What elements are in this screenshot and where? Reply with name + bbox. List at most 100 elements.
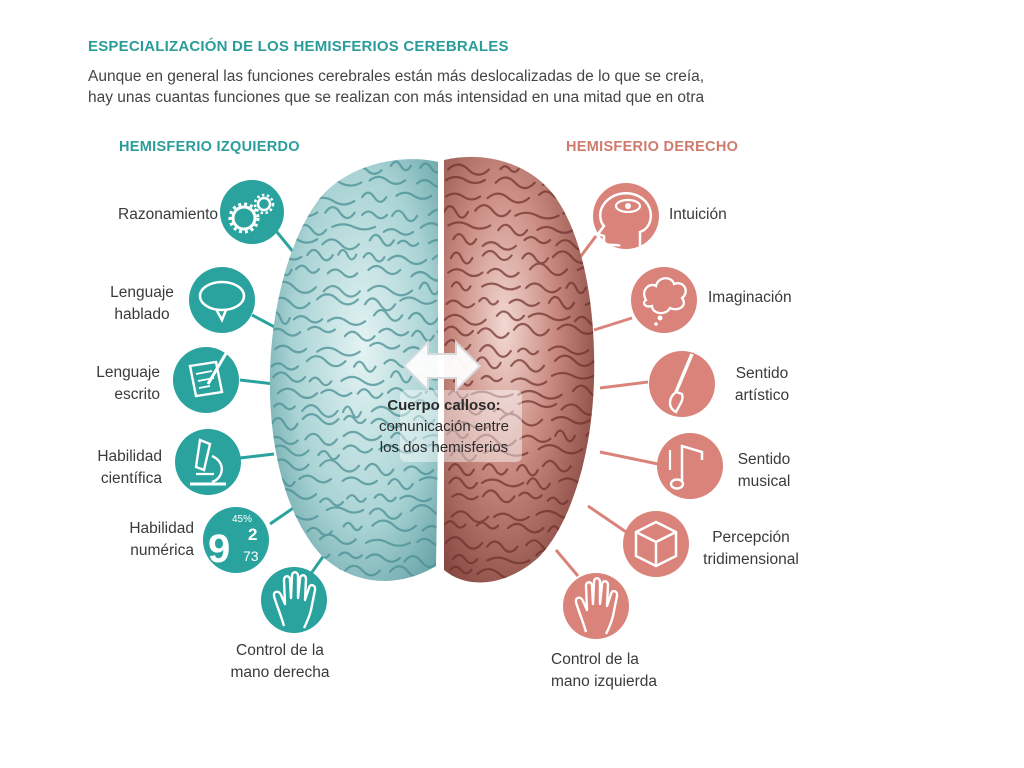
brain-fold xyxy=(269,173,312,187)
brain-fold xyxy=(270,362,299,371)
brain-fold xyxy=(365,538,411,547)
brain-fold xyxy=(527,312,571,322)
brain-fold xyxy=(486,192,531,204)
brain-fold xyxy=(269,444,310,457)
label-line: Imaginación xyxy=(708,289,792,306)
label-imaginacion: Imaginación xyxy=(708,287,792,309)
brain-fold xyxy=(356,388,384,400)
brain-fold xyxy=(519,434,552,443)
brain-fold xyxy=(450,510,490,524)
brain-fold xyxy=(367,284,414,297)
brain-fold xyxy=(470,390,514,399)
brain-fold xyxy=(368,507,403,520)
brain-fold xyxy=(598,422,630,431)
corpus-callosum-line: los dos hemisferios xyxy=(379,439,509,456)
brain-fold xyxy=(499,412,544,427)
brain-fold xyxy=(397,239,420,247)
brain-fold xyxy=(526,477,551,491)
brain-fold xyxy=(529,159,576,170)
brain-fold xyxy=(418,476,438,485)
brain-fold xyxy=(444,192,482,201)
brain-fold xyxy=(582,177,595,191)
brain-fold xyxy=(410,504,438,518)
brain-fold xyxy=(389,370,413,384)
brain-fold xyxy=(523,235,552,245)
cube-icon xyxy=(623,511,689,577)
brain-fold xyxy=(475,433,517,448)
brain-fold xyxy=(367,264,402,276)
brain-fold xyxy=(448,463,475,477)
brain-fold xyxy=(512,322,550,337)
brain-fold xyxy=(445,299,476,309)
brain-fold xyxy=(596,344,620,351)
brain-fold xyxy=(445,175,486,185)
brain-fold xyxy=(452,401,485,416)
brain-fold xyxy=(581,463,595,477)
corpus-callosum-label: Cuerpo calloso: comunicación entre los d… xyxy=(350,395,538,458)
brain-fold xyxy=(318,533,357,545)
brain-fold xyxy=(337,248,358,261)
brain-fold xyxy=(478,344,512,358)
brain-fold xyxy=(378,444,418,454)
label-intuicion: Intuición xyxy=(669,204,727,226)
speech-bubble-icon xyxy=(189,267,255,333)
brain-fold xyxy=(537,444,584,455)
number-glyph: 45% xyxy=(232,514,252,525)
brain-fold xyxy=(386,387,423,399)
brain-fold xyxy=(319,458,361,473)
brain-fold xyxy=(416,537,438,546)
brain-fold xyxy=(554,354,595,368)
hand-icon xyxy=(261,567,327,633)
brain-fold xyxy=(325,506,365,514)
brain-fold xyxy=(422,434,438,442)
brain-fold xyxy=(344,564,381,577)
brain-fold xyxy=(390,431,417,444)
brain-fold xyxy=(481,249,513,262)
right-hemisphere-label: HEMISFERIO DERECHO xyxy=(566,139,739,155)
brain-fold xyxy=(546,496,569,506)
brain-fold xyxy=(481,489,516,504)
brain-fold xyxy=(499,165,520,174)
brain-fold xyxy=(423,443,438,455)
label-line: Sentido xyxy=(737,451,791,468)
brain-fold xyxy=(271,458,310,471)
brain-fold xyxy=(444,313,487,326)
label-line: Sentido xyxy=(735,365,789,382)
brain-fold xyxy=(322,284,361,298)
brain-fold xyxy=(342,444,374,454)
brain-fold xyxy=(559,540,595,551)
brain-fold xyxy=(363,297,397,312)
brain-fold xyxy=(311,167,346,175)
label-sentido-musical: Sentido musical xyxy=(722,449,806,493)
document-pen-icon xyxy=(173,347,239,413)
brain-fold xyxy=(517,389,563,400)
brain-fold xyxy=(486,556,531,565)
subtitle-line: Aunque en general las funciones cerebral… xyxy=(88,68,705,85)
brain-fold xyxy=(407,311,438,326)
brain-fold xyxy=(554,429,576,443)
label-line: numérica xyxy=(130,542,194,559)
gears-icon xyxy=(220,180,284,244)
brain-fold xyxy=(391,209,419,223)
brain-fold xyxy=(579,521,595,533)
brain-fold xyxy=(515,463,539,477)
brain-fold xyxy=(486,540,519,553)
brain-fold xyxy=(343,330,376,342)
brain-fold xyxy=(475,521,500,530)
brain-fold xyxy=(269,327,302,337)
brain-fold xyxy=(571,384,595,398)
brain-fold xyxy=(298,474,333,484)
brain-fold xyxy=(416,179,438,188)
page-subtitle: Aunque en general las funciones cerebral… xyxy=(88,66,808,108)
brain-fold xyxy=(341,405,363,419)
label-line: Habilidad xyxy=(97,448,162,465)
brain-fold xyxy=(368,175,407,185)
brain-fold xyxy=(448,476,479,490)
brain-fold xyxy=(343,414,367,425)
brain-fold xyxy=(494,176,536,190)
brain-fold xyxy=(342,521,363,532)
brain-fold xyxy=(510,377,548,386)
brain-fold xyxy=(483,448,529,457)
brain-fold xyxy=(373,493,397,503)
